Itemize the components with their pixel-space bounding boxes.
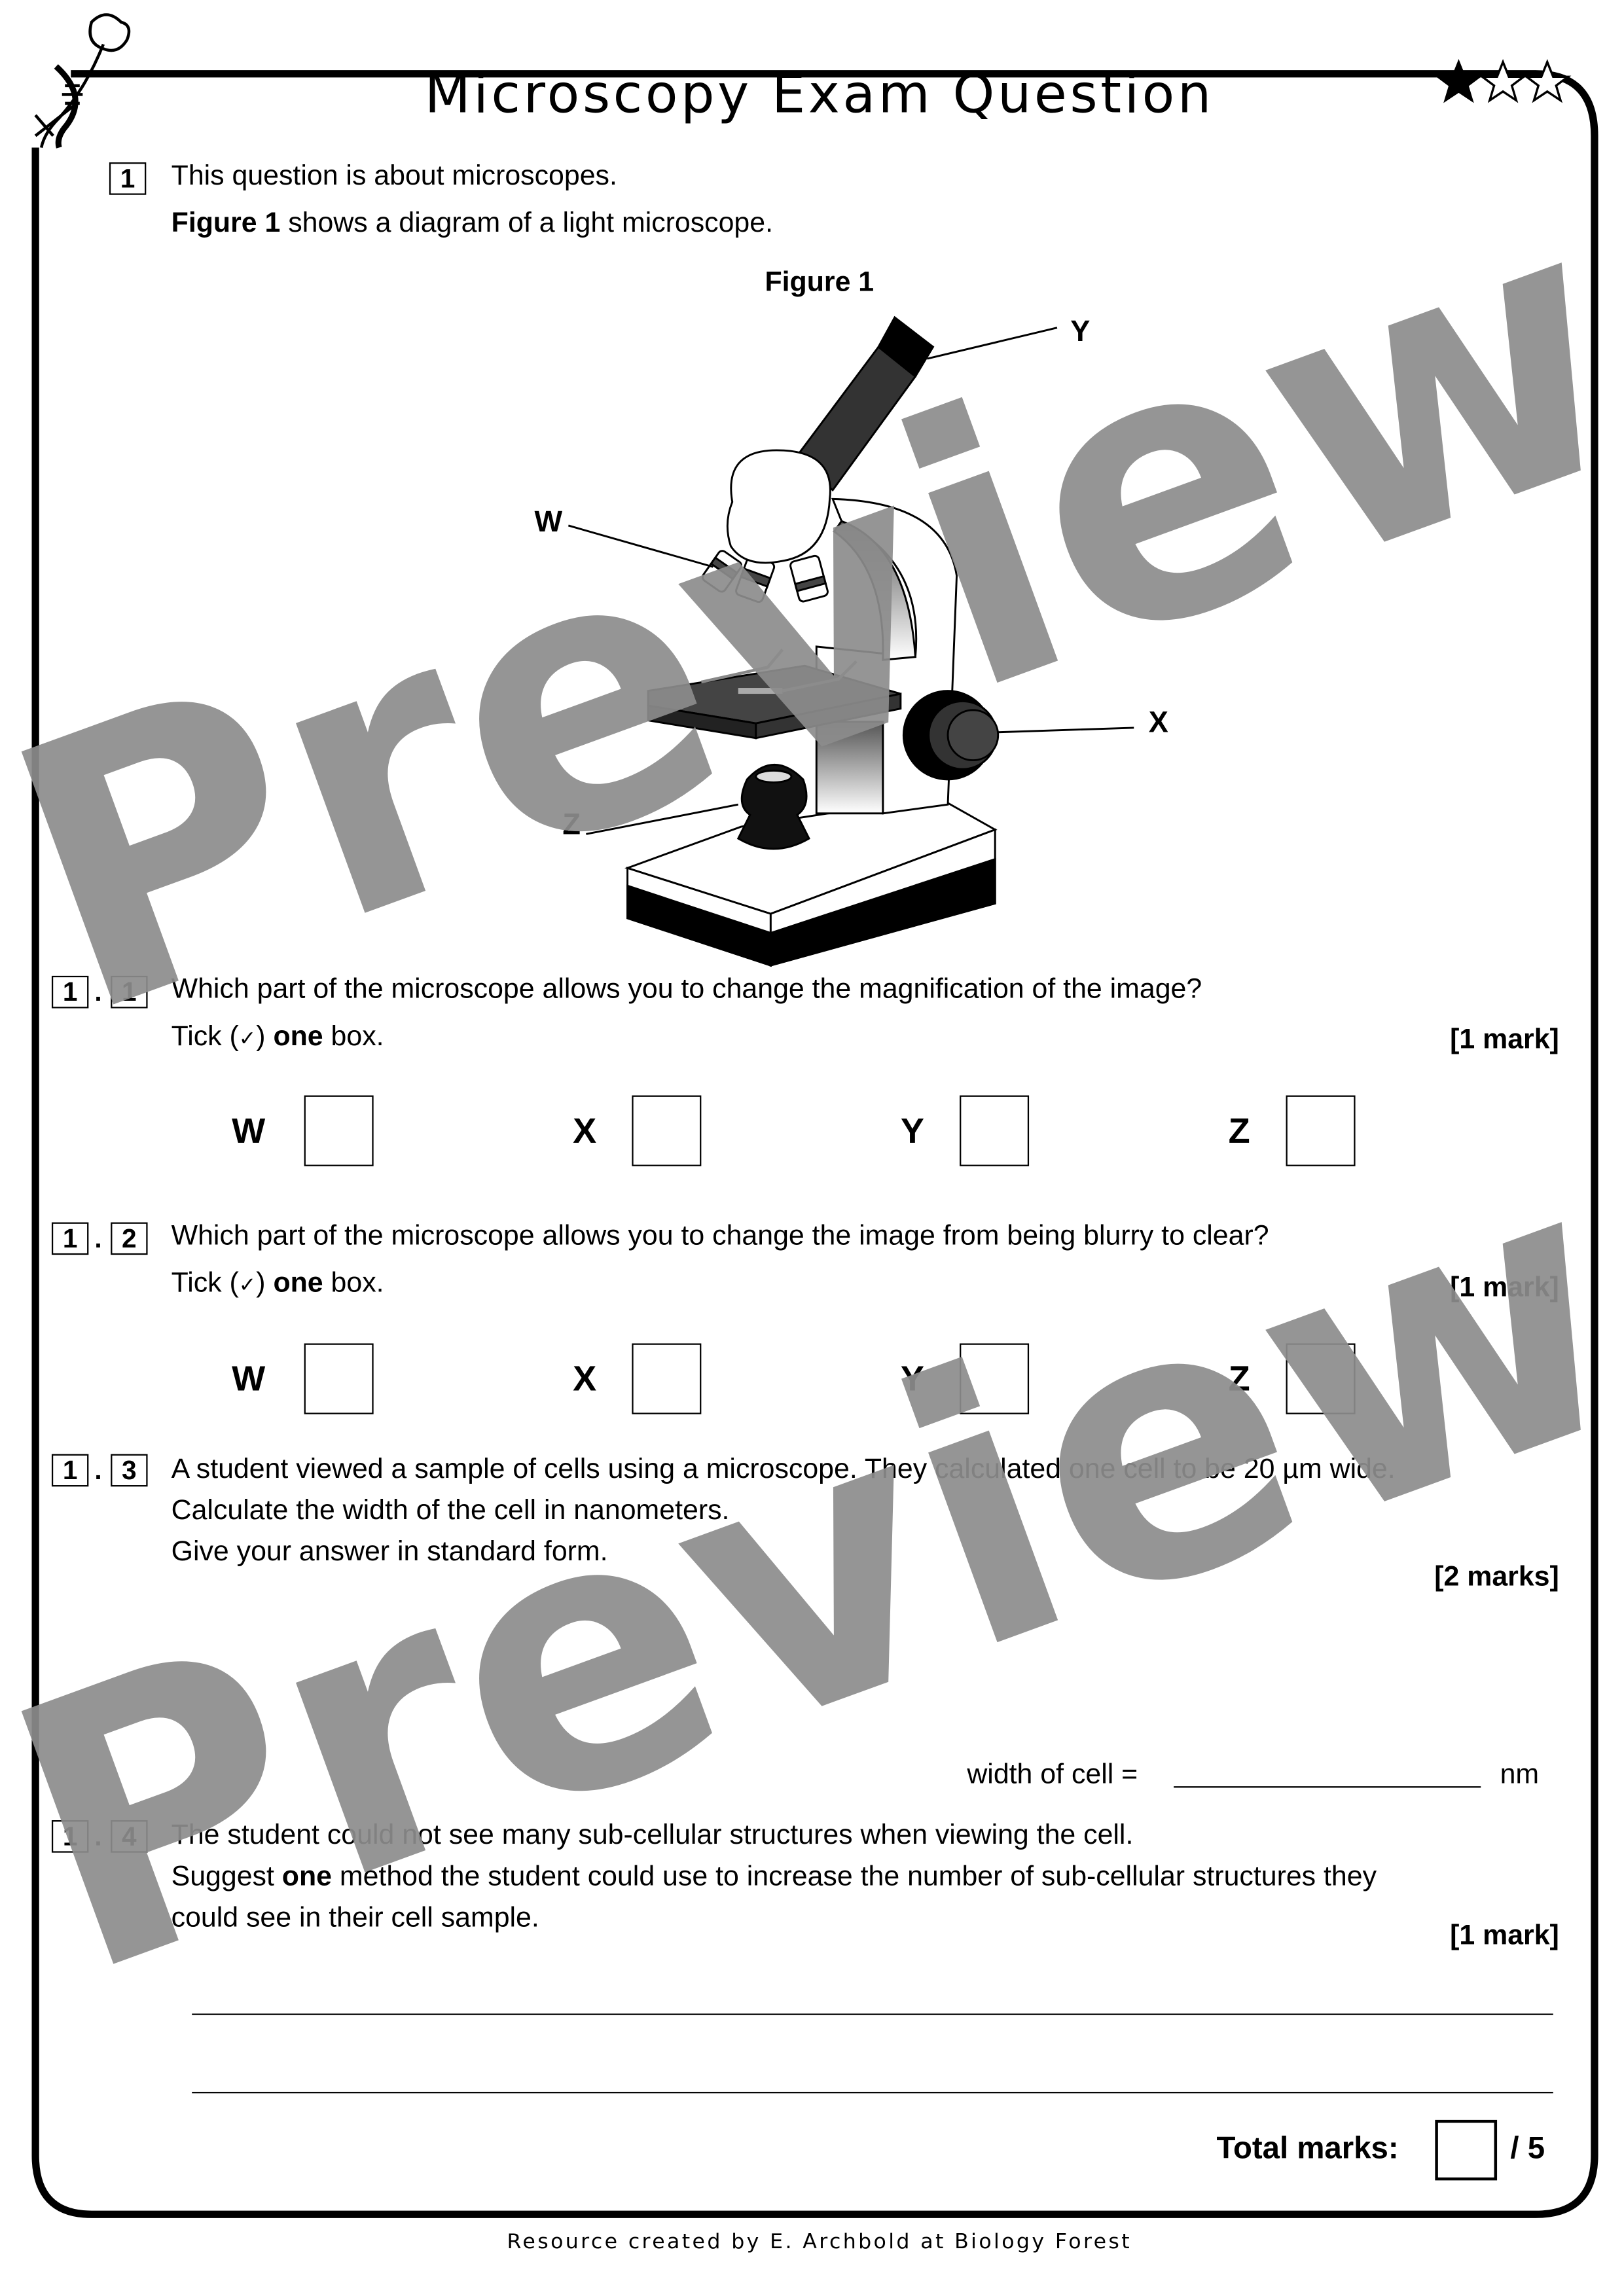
question-intro: This question is about microscopes. (171, 160, 617, 192)
part-number-major: 1 (51, 975, 89, 1009)
tick-instruction: Tick (✓) one box. (171, 1022, 384, 1054)
marks-label: [1 mark] (1450, 1024, 1559, 1056)
figure-ref-bold: Figure 1 (171, 208, 281, 240)
part-number-major: 1 (51, 1820, 89, 1853)
part-separator: . (94, 1455, 102, 1486)
part-separator: . (94, 977, 102, 1007)
pillar (815, 721, 884, 815)
answer-unit: nm (1500, 1759, 1540, 1791)
line-text: Suggest (171, 1861, 282, 1893)
option-label-z: Z (1228, 1359, 1250, 1400)
tick-instruction: Tick (✓) one box. (171, 1268, 384, 1300)
microscope-head (726, 449, 831, 564)
part-separator: . (94, 1821, 102, 1852)
figure-title: Figure 1 (765, 267, 875, 298)
part-1-4-line: The student could not see many sub-cellu… (171, 1820, 1134, 1852)
marks-label: [2 marks] (1434, 1562, 1559, 1593)
part-1-2-question: Which part of the microscope allows you … (171, 1221, 1269, 1252)
option-label-x: X (573, 1111, 597, 1152)
tick-text: ) (256, 1021, 274, 1053)
total-out-of: / 5 (1510, 2131, 1545, 2166)
checkbox-w[interactable] (304, 1095, 374, 1166)
footer-credit: Resource created by E. Archbold at Biolo… (507, 2231, 1132, 2255)
part-1-3-line: Give your answer in standard form. (171, 1536, 608, 1568)
line-text: method the student could use to increase… (331, 1861, 1377, 1893)
checkbox-y[interactable] (960, 1095, 1030, 1166)
part-number-minor: 2 (111, 1222, 148, 1255)
label-z: Z (562, 807, 581, 840)
part-number-minor: 4 (111, 1820, 148, 1853)
total-marks-box[interactable] (1435, 2119, 1498, 2181)
tick-text: ) (256, 1268, 274, 1299)
tick-icon: ✓ (238, 1272, 257, 1297)
question-number: 1 (109, 162, 147, 195)
part-number-major: 1 (51, 1222, 89, 1255)
checkbox-x[interactable] (632, 1343, 702, 1414)
checkbox-z[interactable] (1286, 1095, 1356, 1166)
page-title: Microscopy Exam Question (424, 65, 1214, 126)
answer-label: width of cell = (967, 1759, 1138, 1791)
option-label-x: X (573, 1359, 597, 1400)
line-bold: one (281, 1861, 332, 1893)
answer-line[interactable] (192, 2013, 1553, 2015)
eyepiece-cap (877, 315, 935, 378)
part-1-3-line: Calculate the width of the cell in nanom… (171, 1495, 730, 1527)
option-label-y: Y (900, 1111, 924, 1152)
part-number-minor: 1 (111, 975, 148, 1009)
figure-reference: Figure 1 shows a diagram of a light micr… (171, 208, 773, 241)
difficulty-stars-icon (1434, 59, 1572, 103)
checkbox-z[interactable] (1286, 1343, 1356, 1414)
tick-text: Tick ( (171, 1021, 239, 1053)
marks-label: [1 mark] (1450, 1920, 1559, 1952)
dna-flower-logo-icon (34, 13, 131, 149)
part-separator: . (94, 1223, 102, 1253)
option-label-w: W (232, 1359, 266, 1400)
marks-label: [1 mark] (1450, 1272, 1559, 1304)
part-number-major: 1 (51, 1454, 89, 1487)
tick-bold: one (273, 1268, 323, 1299)
part-1-4-line: could see in their cell sample. (171, 1903, 539, 1934)
checkbox-w[interactable] (304, 1343, 374, 1414)
label-x: X (1149, 706, 1168, 739)
total-marks-label: Total marks: (1216, 2131, 1399, 2166)
label-y: Y (1070, 314, 1090, 348)
tick-text: box. (323, 1021, 384, 1053)
part-1-1-question: Which part of the microscope allows you … (171, 974, 1202, 1005)
label-w: W (534, 505, 562, 538)
option-label-y: Y (900, 1359, 924, 1400)
figure-ref-text: shows a diagram of a light microscope. (280, 208, 774, 240)
tick-bold: one (273, 1021, 323, 1053)
tick-text: Tick ( (171, 1268, 239, 1299)
checkbox-y[interactable] (960, 1343, 1030, 1414)
lamp (736, 764, 810, 850)
objective-lenses (701, 550, 829, 603)
option-label-w: W (232, 1111, 266, 1152)
part-1-3-line: A student viewed a sample of cells using… (171, 1454, 1396, 1486)
answer-line[interactable] (192, 2092, 1553, 2094)
part-1-4-line: Suggest one method the student could use… (171, 1861, 1377, 1894)
answer-input[interactable] (1174, 1754, 1481, 1788)
checkbox-x[interactable] (632, 1095, 702, 1166)
tick-text: box. (323, 1268, 384, 1299)
option-label-z: Z (1228, 1111, 1250, 1152)
part-number-minor: 3 (111, 1454, 148, 1487)
tick-icon: ✓ (238, 1026, 257, 1050)
